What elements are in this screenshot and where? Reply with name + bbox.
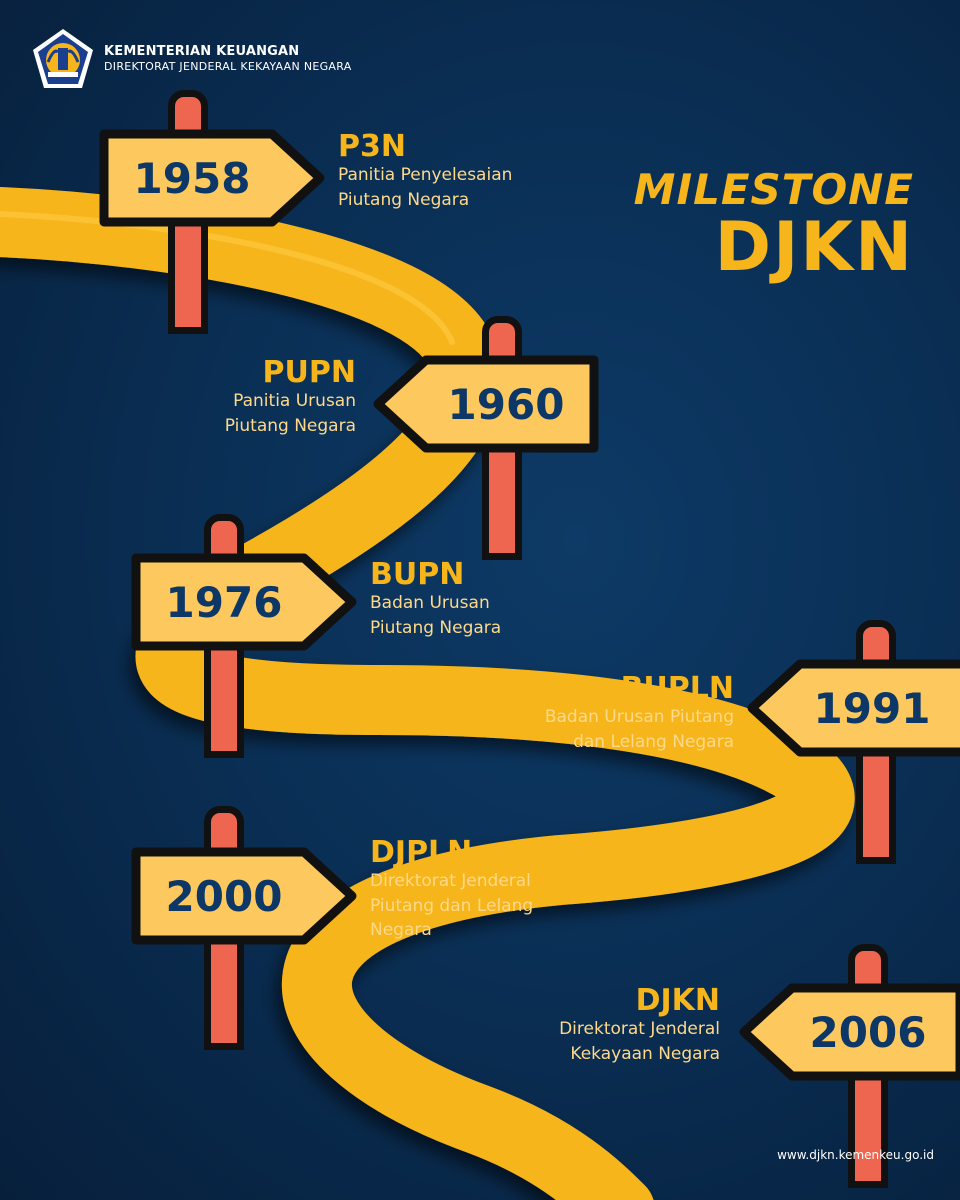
website-url: www.djkn.kemenkeu.go.id — [777, 1148, 934, 1162]
milestone-abbr: P3N — [338, 129, 406, 164]
milestone-label-1958: P3N Panitia Penyelesaian Piutang Negara — [338, 130, 512, 212]
sign-board-left — [747, 659, 960, 757]
sign-board-left — [739, 983, 960, 1081]
headline-line2: DJKN — [714, 208, 914, 287]
directorate-name: DIREKTORAT JENDERAL KEKAYAAN NEGARA — [104, 60, 352, 74]
full-line: Badan Urusan — [370, 593, 490, 613]
milestone-full-name: Panitia Penyelesaian Piutang Negara — [338, 163, 512, 212]
full-line: Panitia Urusan — [233, 391, 356, 411]
sign-board-right — [131, 553, 357, 651]
full-line: Piutang dan Lelang — [370, 895, 534, 916]
full-line: dan Lelang Negara — [573, 731, 734, 752]
milestone-full-name: Panitia Urusan Piutang Negara — [225, 389, 356, 438]
milestone-full-name: Badan Urusan Piutang dan Lelang Negara — [545, 705, 734, 754]
milestone-full-name: Direktorat Jenderal Kekayaan Negara — [559, 1017, 720, 1066]
milestone-year: 2006 — [809, 1007, 927, 1057]
milestone-label-2006: DJKN Direktorat Jenderal Kekayaan Negara — [559, 984, 720, 1066]
milestone-label-1991: BUPLN Badan Urusan Piutang dan Lelang Ne… — [545, 672, 734, 754]
header: KEMENTERIAN KEUANGAN DIREKTORAT JENDERAL… — [30, 26, 352, 92]
org-name: KEMENTERIAN KEUANGAN — [104, 43, 300, 59]
headline: MILESTONE DJKN — [634, 165, 914, 287]
milestone-label-1976: BUPN Badan Urusan Piutang Negara — [370, 558, 501, 640]
signpost-1976: 1976 — [128, 550, 362, 654]
full-line: Piutang Negara — [338, 189, 470, 210]
signpost-1991: 1991 — [742, 656, 960, 760]
full-line: Direktorat Jenderal — [370, 871, 531, 891]
milestone-label-1960: PUPN Panitia Urusan Piutang Negara — [225, 356, 356, 438]
milestone-year: 1991 — [813, 683, 931, 733]
milestone-label-2000: DJPLN Direktorat Jenderal Piutang dan Le… — [370, 836, 533, 943]
milestone-year: 1976 — [165, 577, 283, 627]
signpost-1960: 1960 — [368, 352, 602, 456]
signpost-2000: 2000 — [128, 844, 362, 948]
full-line: Badan Urusan Piutang — [544, 707, 734, 727]
full-line: Kekayaan Negara — [570, 1043, 720, 1064]
full-line: Piutang Negara — [370, 617, 502, 638]
signpost-1958: 1958 — [96, 126, 330, 230]
milestone-abbr: BUPLN — [620, 671, 734, 706]
sign-board-right — [131, 847, 357, 945]
milestone-abbr: PUPN — [262, 355, 356, 390]
milestone-abbr: BUPN — [370, 557, 465, 592]
milestone-abbr: DJPLN — [370, 835, 473, 870]
road-highlight — [0, 211, 455, 345]
kemenkeu-emblem-icon — [33, 29, 93, 88]
signpost-2006: 2006 — [734, 980, 960, 1084]
milestone-year: 2000 — [165, 871, 283, 921]
sign-board-left — [373, 355, 599, 453]
sign-board-right — [99, 129, 325, 227]
full-line: Negara — [370, 920, 432, 941]
full-line: Panitia Penyelesaian — [338, 165, 513, 185]
milestone-abbr: DJKN — [635, 983, 720, 1018]
milestone-year: 1958 — [133, 153, 251, 203]
full-line: Piutang Negara — [224, 415, 356, 436]
milestone-year: 1960 — [447, 379, 565, 429]
milestone-full-name: Badan Urusan Piutang Negara — [370, 591, 501, 640]
milestone-full-name: Direktorat Jenderal Piutang dan Lelang N… — [370, 869, 533, 943]
full-line: Direktorat Jenderal — [559, 1019, 720, 1039]
headline-line1: MILESTONE — [633, 165, 914, 214]
